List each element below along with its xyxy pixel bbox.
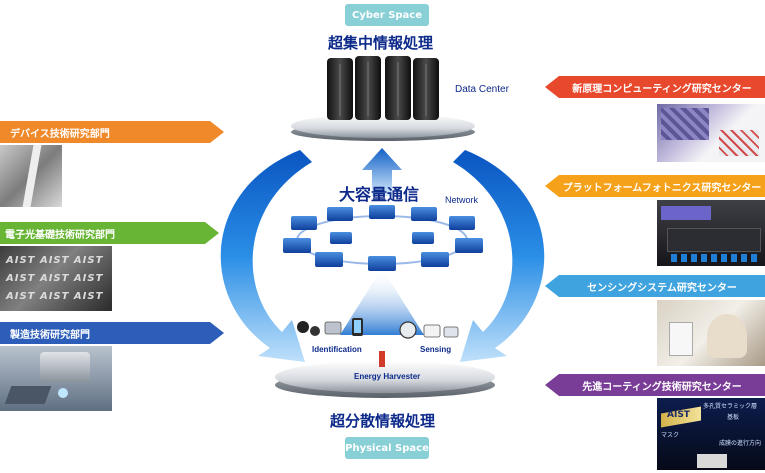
physical-space-pill: Physical Space	[345, 437, 429, 459]
identification-label: Identification	[312, 345, 362, 354]
top-title: 超集中情報処理	[328, 34, 434, 52]
left-dept-banner-1: デバイス技術研究部門	[0, 121, 210, 143]
network-label: Network	[445, 195, 479, 205]
coating-photo: AIST 多孔質セラミック層 基板 マスク 成膜の進行方向	[657, 398, 765, 470]
computing-photo	[657, 104, 765, 162]
right-center-banner-1-tip	[545, 76, 559, 98]
energy-harvester-label: Energy Harvester	[354, 372, 421, 381]
device-photo	[0, 145, 62, 207]
sensing-photo	[657, 300, 765, 366]
sensing-label: Sensing	[420, 345, 452, 354]
top-disk	[291, 114, 475, 138]
right-curved-arrow	[453, 150, 545, 362]
right-center-banner-2: プラットフォームフォトニクス研究センター	[559, 175, 765, 197]
aist-wafer-photo: AIST AIST AIST AIST AIST AIST AIST AIST …	[0, 246, 112, 311]
network-switch-icons	[283, 205, 483, 271]
left-dept-banner-2-tip	[205, 222, 219, 244]
cyber-space-pill: Cyber Space	[345, 4, 429, 26]
bottom-disk	[275, 361, 495, 393]
server-icons	[327, 56, 439, 120]
center-title: 大容量通信	[339, 185, 420, 204]
left-dept-banner-3-tip	[210, 322, 224, 344]
left-dept-banner-2: 電子光基礎技術研究部門	[0, 222, 205, 244]
left-curved-arrow	[220, 150, 312, 362]
data-center-label: Data Center	[455, 84, 509, 95]
left-dept-banner-1-tip	[210, 121, 224, 143]
right-center-banner-3-tip	[545, 275, 559, 297]
device-icons	[297, 318, 459, 367]
right-center-banner-4: 先進コーティング技術研究センター	[559, 374, 765, 396]
right-center-banner-1: 新原理コンピューティング研究センター	[559, 76, 765, 98]
up-arrow	[362, 148, 402, 196]
right-center-banner-4-tip	[545, 374, 559, 396]
manufacturing-photo	[0, 346, 112, 411]
right-center-banner-2-tip	[545, 175, 559, 197]
bottom-title: 超分散情報処理	[330, 412, 436, 430]
photonics-photo	[657, 200, 765, 266]
right-center-banner-3: センシングシステム研究センター	[559, 275, 765, 297]
left-dept-banner-3: 製造技術研究部門	[0, 322, 210, 344]
